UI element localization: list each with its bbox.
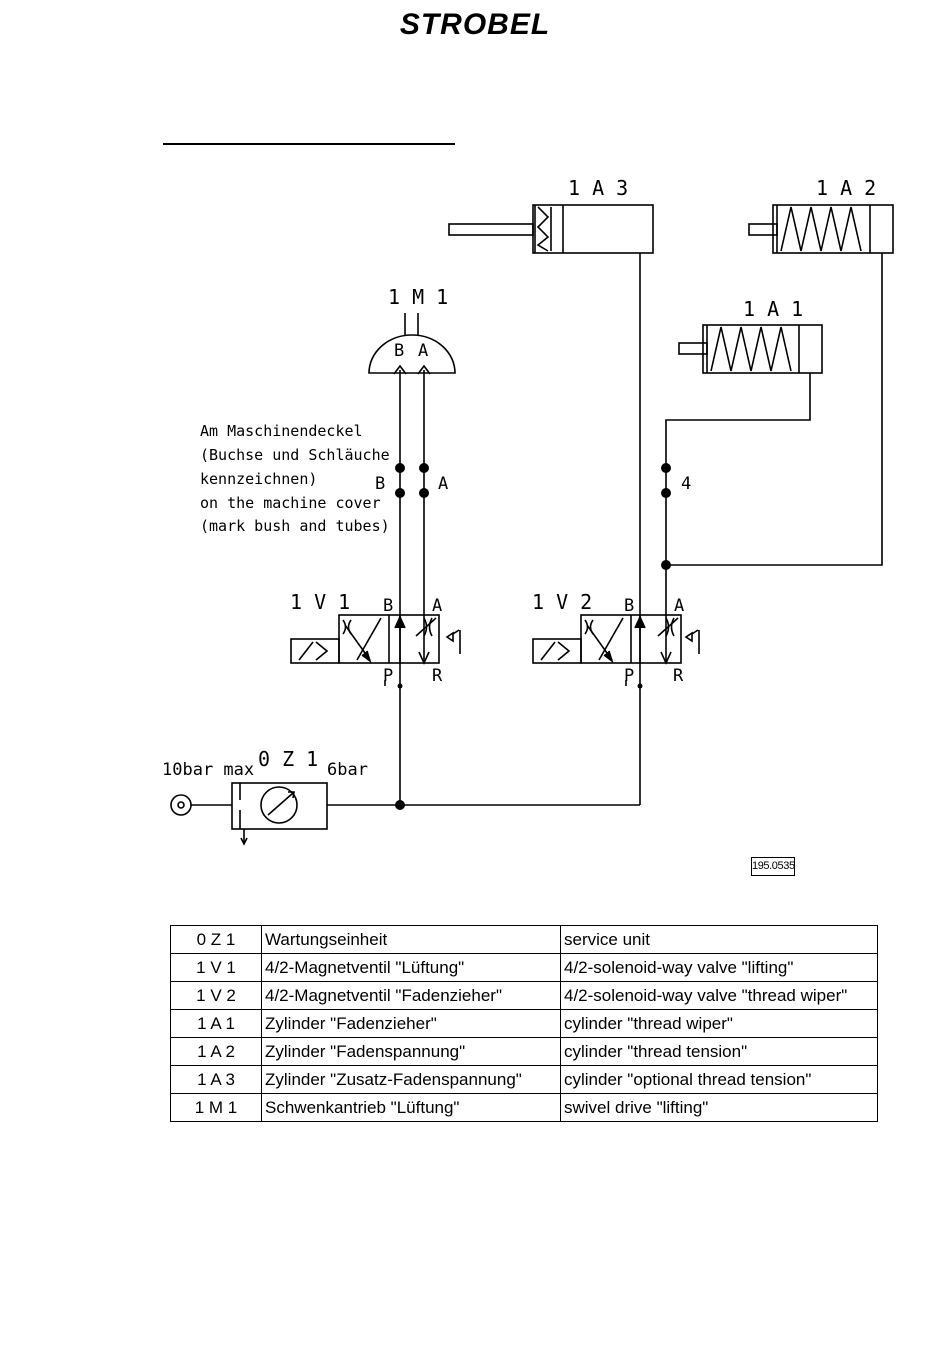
brand-logo-text: STROBEL	[400, 8, 550, 41]
component-legend-table: 0 Z 1 Wartungseinheit service unit 1 V 1…	[170, 925, 878, 1122]
port-a-drive: A	[418, 341, 428, 361]
legend-id: 1 M 1	[170, 1093, 262, 1122]
port-4-line: 4	[681, 474, 691, 494]
table-row: 1 M 1 Schwenkantrieb "Lüftung" swivel dr…	[170, 1093, 878, 1122]
legend-de: 4/2-Magnetventil "Lüftung"	[261, 953, 561, 982]
legend-de: Zylinder "Fadenspannung"	[261, 1037, 561, 1066]
label-1v1: 1 V 1	[290, 590, 350, 614]
component-labels: 1 A 3 1 A 2 1 A 1 1 M 1 1 V 1 1 V 2 0 Z …	[162, 176, 876, 780]
v1-port-p: P	[383, 666, 393, 686]
pressure-set-label: 6bar	[327, 760, 368, 780]
legend-id: 0 Z 1	[170, 925, 262, 954]
cylinder-1a3-symbol	[448, 204, 654, 254]
legend-en: 4/2-solenoid-way valve "thread wiper"	[560, 981, 878, 1010]
cover-note-line-2: (Buchse und Schläuche	[200, 446, 390, 464]
v2-port-p: P	[624, 666, 634, 686]
label-1a1: 1 A 1	[743, 297, 803, 321]
heading-underline	[163, 143, 455, 145]
drawing-number: 195.0535	[751, 857, 795, 876]
label-1v2: 1 V 2	[532, 590, 592, 614]
label-1m1: 1 M 1	[388, 285, 448, 309]
v1-port-r: R	[432, 666, 443, 686]
label-1a2: 1 A 2	[816, 176, 876, 200]
legend-en: cylinder "optional thread tension"	[560, 1065, 878, 1094]
valve-1v1-symbol	[290, 614, 461, 686]
table-row: 1 A 2 Zylinder "Fadenspannung" cylinder …	[170, 1037, 878, 1066]
cylinder-1a2-symbol	[748, 204, 894, 254]
legend-en: swivel drive "lifting"	[560, 1093, 878, 1122]
legend-en: cylinder "thread tension"	[560, 1037, 878, 1066]
cover-note-line-3: kennzeichnen)	[200, 470, 317, 488]
v2-port-a: A	[674, 596, 684, 616]
legend-de: 4/2-Magnetventil "Fadenzieher"	[261, 981, 561, 1010]
legend-id: 1 A 1	[170, 1009, 262, 1038]
table-row: 1 A 3 Zylinder "Zusatz-Fadenspannung" cy…	[170, 1065, 878, 1094]
legend-id: 1 V 2	[170, 981, 262, 1010]
cover-note-line-4: on the machine cover	[200, 494, 381, 512]
table-row: 1 A 1 Zylinder "Fadenzieher" cylinder "t…	[170, 1009, 878, 1038]
table-row: 1 V 2 4/2-Magnetventil "Fadenzieher" 4/2…	[170, 981, 878, 1010]
port-b-drive: B	[394, 341, 404, 361]
v1-port-b: B	[383, 596, 393, 616]
v1-port-a: A	[432, 596, 442, 616]
legend-en: cylinder "thread wiper"	[560, 1009, 878, 1038]
port-b-line: B	[375, 474, 385, 494]
strobel-logo: STROBEL	[400, 8, 550, 41]
legend-en: service unit	[560, 925, 878, 954]
table-row: 1 V 1 4/2-Magnetventil "Lüftung" 4/2-sol…	[170, 953, 878, 982]
port-a-line: A	[438, 474, 448, 494]
label-0z1: 0 Z 1	[258, 747, 318, 771]
cover-note-line-1: Am Maschinendeckel	[200, 422, 363, 440]
legend-en: 4/2-solenoid-way valve "lifting"	[560, 953, 878, 982]
label-1a3: 1 A 3	[568, 176, 628, 200]
legend-de: Schwenkantrieb "Lüftung"	[261, 1093, 561, 1122]
legend-de: Zylinder "Fadenzieher"	[261, 1009, 561, 1038]
v2-port-r: R	[673, 666, 684, 686]
table-row: 0 Z 1 Wartungseinheit service unit	[170, 925, 878, 954]
valve-1v2-symbol	[532, 614, 700, 686]
legend-de: Wartungseinheit	[261, 925, 561, 954]
service-unit-0z1-symbol	[170, 782, 328, 846]
legend-id: 1 A 3	[170, 1065, 262, 1094]
pneumatic-schematic: 1 A 3 1 A 2 1 A 1 1 M 1 1 V 1 1 V 2 0 Z …	[162, 176, 894, 846]
cylinder-1a1-symbol	[678, 324, 823, 374]
legend-de: Zylinder "Zusatz-Fadenspannung"	[261, 1065, 561, 1094]
legend-id: 1 A 2	[170, 1037, 262, 1066]
v2-port-b: B	[624, 596, 634, 616]
swivel-drive-1m1-symbol	[368, 313, 456, 375]
pneumatic-lines	[327, 253, 883, 806]
pressure-max-label: 10bar max	[162, 760, 254, 780]
legend-id: 1 V 1	[170, 953, 262, 982]
junction-dots	[395, 463, 671, 810]
cover-note-line-5: (mark bush and tubes)	[200, 517, 390, 535]
